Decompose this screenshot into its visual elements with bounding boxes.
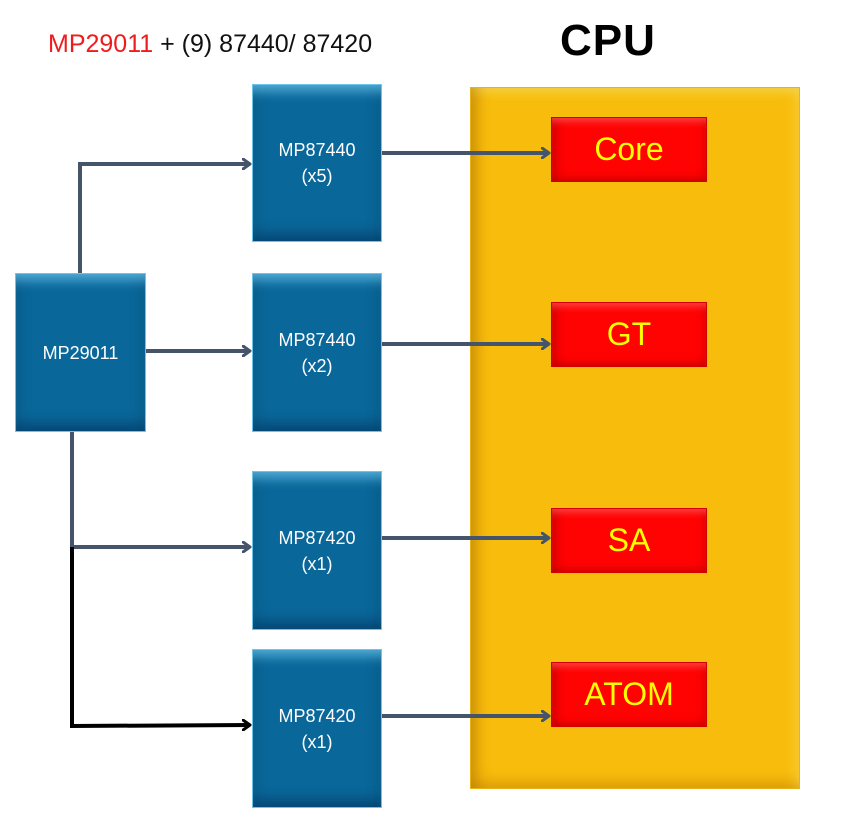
regulator-count: (x1) xyxy=(301,553,333,574)
cpu-block-label: SA xyxy=(607,522,651,558)
regulator-name: MP87420 xyxy=(278,705,356,726)
regulator-chip-3: MP87420 (x1) xyxy=(252,471,382,630)
wire-controller-to-reg3 xyxy=(70,425,250,547)
cpu-block-atom: ATOM xyxy=(551,662,707,727)
regulator-count: (x5) xyxy=(301,166,333,186)
cpu-block-label: GT xyxy=(606,316,652,352)
title-controller-part: MP29011 xyxy=(48,30,154,58)
diagram-title: MP29011 + (9) 87440/ 87420 xyxy=(48,30,372,59)
cpu-block-core: Core xyxy=(551,117,707,182)
cpu-block-gt: GT xyxy=(551,302,707,367)
regulator-chip-4: MP87420 (x1) xyxy=(252,649,382,808)
regulator-name: MP87440 xyxy=(278,329,356,350)
controller-chip: MP29011 xyxy=(15,273,146,432)
wire-controller-to-reg4 xyxy=(70,547,250,726)
title-regulators-part: + (9) 87440/ 87420 xyxy=(153,30,373,58)
cpu-title: CPU xyxy=(560,16,656,65)
controller-label: MP29011 xyxy=(42,342,119,363)
regulator-chip-2: MP87440 (x2) xyxy=(252,273,382,432)
regulator-name: MP87440 xyxy=(278,140,356,160)
regulator-chip-1: MP87440 (x5) xyxy=(252,84,382,242)
cpu-block-label: Core xyxy=(594,131,664,167)
regulator-name: MP87420 xyxy=(278,527,356,548)
regulator-count: (x1) xyxy=(301,731,333,752)
regulator-count: (x2) xyxy=(301,355,333,376)
cpu-block-sa: SA xyxy=(551,508,707,573)
cpu-block-label: ATOM xyxy=(584,676,674,712)
wire-controller-to-reg1 xyxy=(78,164,250,273)
